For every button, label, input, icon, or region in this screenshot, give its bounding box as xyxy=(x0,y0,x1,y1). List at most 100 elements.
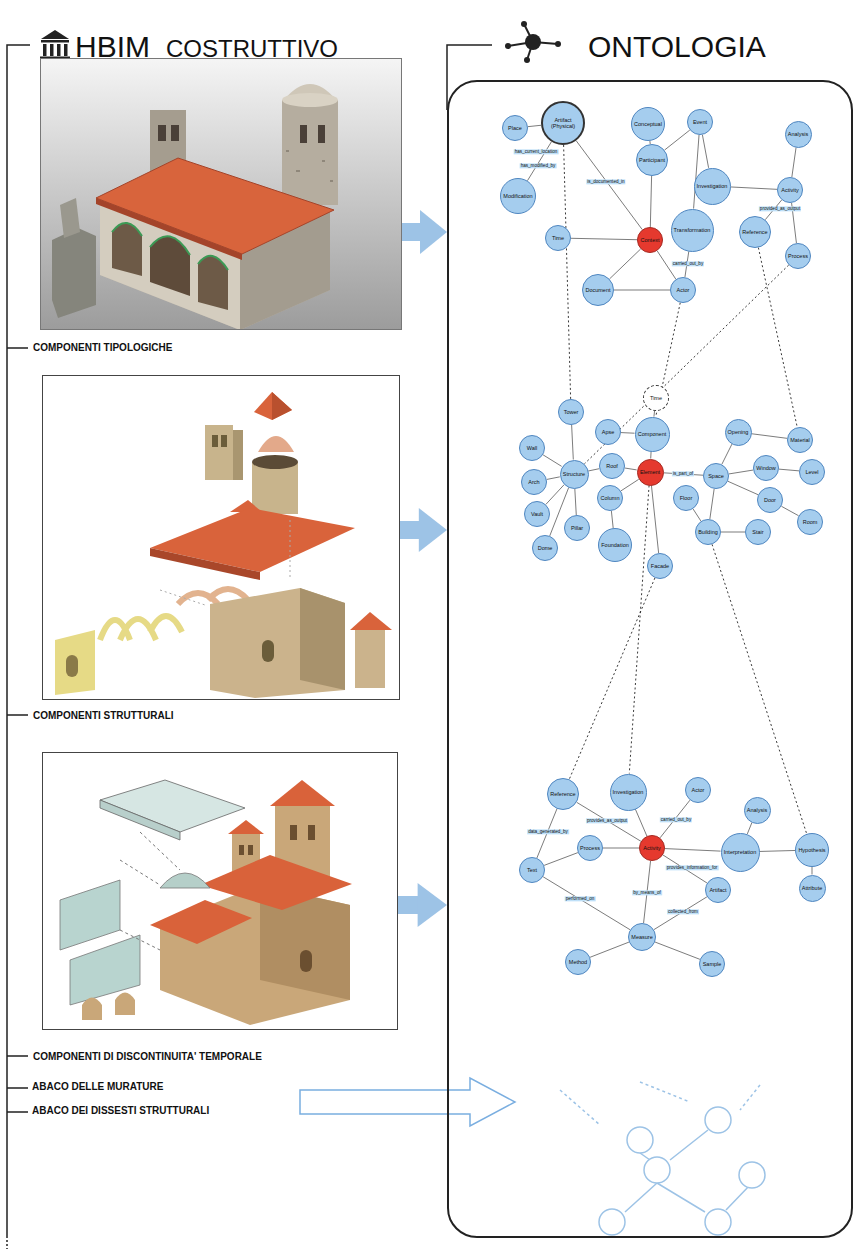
class-node: Event xyxy=(687,109,713,135)
model-frame: COMPONENTI DI DISCONTINUITA' TEMPORALE xyxy=(42,752,398,1030)
property-label: by_means_of xyxy=(632,890,662,895)
relation-line xyxy=(729,470,753,474)
connector-path xyxy=(712,544,807,833)
connector-path xyxy=(564,145,571,399)
relation-line xyxy=(635,809,647,836)
property-label: provides_as_output xyxy=(586,818,628,823)
class-label: Hypothesis xyxy=(798,847,825,853)
class-label: Time xyxy=(552,235,564,241)
relation-line xyxy=(572,425,574,460)
section-heading: HBIM xyxy=(75,32,150,62)
connector-path xyxy=(729,470,753,474)
connector-path xyxy=(402,223,423,241)
faint-ontology xyxy=(560,1082,765,1235)
connector-path xyxy=(655,942,700,959)
class-label: Modification xyxy=(503,193,532,199)
class-label: Element xyxy=(640,469,660,475)
church-model xyxy=(40,58,402,330)
class-label: Artifact xyxy=(709,887,726,893)
mapping-link xyxy=(758,248,797,428)
connector-path xyxy=(400,521,422,539)
class-label: Building xyxy=(698,529,718,535)
connector-path xyxy=(635,809,647,836)
connector-path xyxy=(651,485,658,553)
relation-line xyxy=(722,444,732,464)
property-label: carried_out_by xyxy=(672,261,704,266)
class-label: Measure xyxy=(631,934,652,940)
connector-path xyxy=(751,434,787,439)
class-node: Process xyxy=(785,243,811,269)
class-label: Component xyxy=(638,431,666,437)
class-label: Opening xyxy=(728,429,749,435)
class-node: Space xyxy=(703,463,729,489)
mapping-link xyxy=(584,265,788,464)
class-node: Wall xyxy=(519,435,545,461)
class-node: Method xyxy=(565,949,591,975)
relation-line xyxy=(721,532,745,533)
property-label: data_generated_by xyxy=(527,829,569,834)
flow-arrow xyxy=(402,210,447,254)
class-node: Activity xyxy=(639,835,665,861)
class-node: Modification xyxy=(500,178,536,214)
property-label: provides_information_for xyxy=(666,865,719,870)
connector-path xyxy=(721,532,745,533)
class-label: Room xyxy=(803,519,818,525)
class-node: Apse xyxy=(595,419,621,445)
relation-line xyxy=(543,877,630,930)
class-node: Transformation xyxy=(671,209,714,252)
relation-line xyxy=(650,451,651,458)
class-node: Component xyxy=(635,417,670,452)
connector-path xyxy=(543,877,630,930)
class-node: Actor xyxy=(685,777,711,803)
exploded-structure xyxy=(42,375,400,700)
connector-path xyxy=(590,942,629,957)
arrow-head xyxy=(419,508,447,552)
component-caption: COMPONENTI TIPOLOGICHE xyxy=(33,342,172,353)
connector-path xyxy=(603,848,639,849)
connector-path xyxy=(584,265,788,464)
class-node: Structure xyxy=(560,460,589,489)
church-phases xyxy=(42,752,398,1030)
class-node: Investigation xyxy=(694,168,731,205)
property-label: is_documented_in xyxy=(586,179,625,184)
class-node: Measure xyxy=(628,923,656,951)
class-label: Participant xyxy=(639,157,665,163)
relation-line xyxy=(792,147,796,177)
class-label: Foundation xyxy=(601,542,629,548)
relation-line xyxy=(654,897,707,930)
connector-path xyxy=(543,455,562,467)
property-label: carried_out_by xyxy=(660,817,692,822)
relation-line xyxy=(710,489,714,519)
temple-icon xyxy=(40,30,70,60)
section-heading: COSTRUTTIVO xyxy=(166,37,338,61)
component-caption: COMPONENTI STRUTTURALI xyxy=(33,710,174,721)
relation-line xyxy=(747,823,752,834)
relation-line xyxy=(610,249,641,279)
flow-arrow xyxy=(400,508,447,552)
schedule-label: ABACO DELLE MURATURE xyxy=(32,1082,163,1092)
connector-path xyxy=(625,468,637,470)
bracket-line xyxy=(7,45,492,1249)
class-label: Wall xyxy=(527,445,538,451)
relation-line xyxy=(544,853,578,866)
arrow-head xyxy=(420,210,447,254)
class-label: Dome xyxy=(538,545,553,551)
class-label: Reference xyxy=(550,791,575,797)
class-label: Investigation xyxy=(697,183,728,189)
class-label: Sample xyxy=(703,961,722,967)
class-label: Roof xyxy=(606,463,618,469)
class-node: Roof xyxy=(599,453,625,479)
connector-path xyxy=(547,477,560,480)
class-label: Investigation xyxy=(613,789,644,795)
class-label: Interpretation xyxy=(724,849,756,855)
model-frame: COMPONENTI STRUTTURALI xyxy=(42,375,400,700)
panel-heading: ONTOLOGIA xyxy=(588,32,766,62)
mapping-link xyxy=(564,145,571,399)
class-label: Floor xyxy=(680,495,693,501)
class-label: Pillar xyxy=(571,525,583,531)
class-node: Tower xyxy=(558,399,584,425)
property-label: collected_from xyxy=(667,909,699,914)
class-label: Method xyxy=(569,959,587,965)
class-node: Column xyxy=(597,485,623,511)
